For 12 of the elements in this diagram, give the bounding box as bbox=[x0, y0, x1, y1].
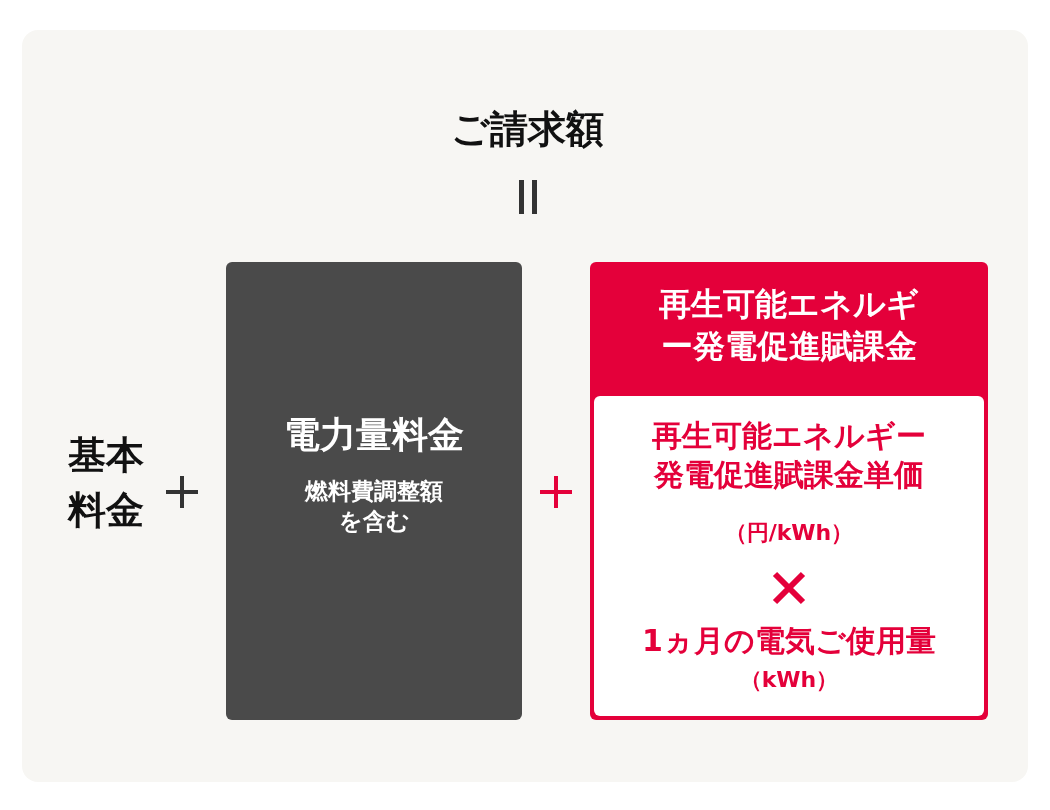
box-heading: 電力量料金 bbox=[283, 413, 465, 457]
formula-panel bbox=[594, 396, 984, 716]
charge-box bbox=[226, 262, 522, 720]
term-label: 基本料金 bbox=[66, 432, 145, 535]
unit-price-text: 再生可能エネルギー発電促進賦課金単価 bbox=[651, 417, 927, 494]
unit-text: （円/kWh） bbox=[723, 519, 855, 547]
box-heading: 再生可能エネルギー発電促進賦課金 bbox=[658, 284, 920, 367]
diagram-title: ご請求額 bbox=[449, 106, 605, 153]
surcharge-box bbox=[590, 262, 988, 720]
unit-text: （kWh） bbox=[738, 666, 840, 694]
box-note: 燃料費調整額を含む bbox=[303, 477, 444, 536]
usage-text: 1ヵ月の電気ご使用量 bbox=[641, 622, 937, 660]
